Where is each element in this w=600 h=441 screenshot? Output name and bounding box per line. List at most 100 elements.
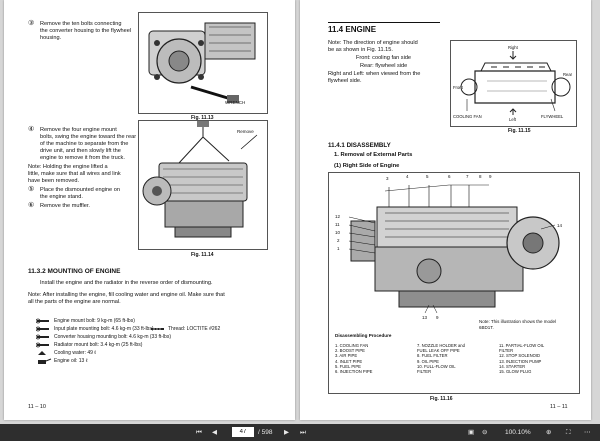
step-6-number: ⑥: [28, 202, 35, 209]
thread-locker-note: Thread: LOCTITE #262: [151, 326, 221, 332]
section-heading-mounting: 11.3.2 MOUNTING OF ENGINE: [28, 268, 121, 275]
callout-4: 4: [406, 174, 409, 179]
callout-9: 9: [489, 174, 492, 179]
engine-mount-bolt-spec: Engine mount bolt: 9 kg-m (65 ft-lbs): [54, 318, 135, 324]
front-label: Front: [453, 85, 463, 90]
engine-oil-capacity: Engine oil: 13 ℓ: [54, 358, 88, 364]
direction-note: Note: The direction of engine should be …: [328, 40, 418, 53]
figure-11-16-caption: Fig. 11.16: [430, 396, 453, 402]
step-3-number: ③: [28, 20, 35, 27]
figure-11-13-caption: Fig. 11.13: [191, 115, 214, 121]
callout-13: 13: [422, 315, 428, 320]
step-5-number: ⑤: [28, 186, 35, 193]
wrench-icon: [36, 326, 49, 332]
fullscreen-icon[interactable]: ⛶: [566, 429, 571, 436]
callout-8: 8: [479, 174, 482, 179]
page-number-input[interactable]: [232, 427, 254, 437]
heading-rule: [328, 22, 440, 24]
fluid-row: Cooling water: 49 ℓ: [38, 350, 96, 356]
callout-5: 5: [426, 174, 429, 179]
note-fill-water: Note: After installing the engine, fill …: [28, 292, 225, 305]
engine-flywheel-illustration: [148, 22, 256, 103]
fluid-row: Engine oil: 13 ℓ: [38, 358, 88, 364]
next-page-button[interactable]: ▶: [284, 429, 289, 436]
step-3-text: Remove the ten bolts connecting the conv…: [40, 21, 132, 41]
wrench-label: WRENCH: [225, 100, 246, 105]
coolant-icon: [38, 351, 46, 355]
torque-spec-list: Engine mount bolt: 9 kg-m (65 ft-lbs) In…: [34, 318, 284, 378]
oil-can-icon: [38, 358, 52, 364]
figure-11-14-caption: Fig. 11.14: [191, 252, 214, 258]
torque-row: Converter housing mounting bolt: 4.6 kg-…: [36, 334, 171, 340]
cooling-water-capacity: Cooling water: 49 ℓ: [54, 350, 96, 356]
callout-6: 6: [448, 174, 451, 179]
procedure-column-3: 11. PARTIAL-FLOW OIL FILTER 12. STOP SOL…: [499, 343, 545, 375]
input-plate-bolt-spec: Input plate mounting bolt: 4.6 kg-m (33 …: [54, 326, 154, 332]
section-heading-engine: 11.4 ENGINE: [328, 25, 377, 34]
pdf-viewer-toolbar: ⏮ ◀ / 598 ▶ ⏭ ▣ ⊖ 100.10% ⊕ ⛶ ⋯: [0, 424, 600, 441]
radiator-mount-bolt-spec: Radiator mount bolt: 3.4 kg-m (25 ft-lbs…: [54, 342, 143, 348]
torque-row: Engine mount bolt: 9 kg-m (65 ft-lbs): [36, 318, 135, 324]
figure-11-15-caption: Fig. 11.15: [508, 128, 531, 134]
callout-14: 14: [557, 223, 563, 228]
engine-lift-illustration: [142, 121, 258, 238]
engine-orientation-diagram: [460, 51, 571, 115]
rear-label: Rear: [563, 72, 573, 77]
left-page: ③ Remove the ten bolts connecting the co…: [4, 0, 295, 420]
wrench-icon: [36, 342, 49, 348]
right-page: 11.4 ENGINE Note: The direction of engin…: [300, 0, 591, 420]
step-6-text: Remove the muffler.: [40, 203, 90, 209]
figure-11-15: Right Front Rear Left COOLING FAN FLYWHE…: [450, 40, 577, 127]
right-left-definition: Right and Left: when viewed from the fly…: [328, 71, 421, 84]
removal-external-parts: 1. Removal of External Parts: [334, 152, 413, 158]
procedure-column-2: 7. NOZZLE HOLDER and FUEL LEAK OFF PIPE …: [417, 343, 465, 375]
note-engine-lifted: Note: Holding the engine lifted a little…: [28, 164, 121, 184]
model-note: Note: This illustration shows the model …: [479, 319, 556, 330]
callout-7: 7: [466, 174, 469, 179]
first-page-button[interactable]: ⏮: [196, 429, 202, 436]
figure-11-14: Remove: [138, 120, 268, 250]
thread-locker-text: Thread: LOCTITE #262: [168, 326, 221, 332]
right-label: Right: [508, 45, 518, 50]
rear-definition: Rear: flywheel side: [360, 63, 408, 69]
front-definition: Front: cooling fan side: [356, 55, 412, 61]
callout-11: 11: [335, 222, 340, 227]
procedure-title: Disassembling Procedure: [335, 333, 392, 338]
callout-1: 1: [337, 246, 340, 251]
more-options-icon[interactable]: ⋯: [584, 429, 591, 436]
zoom-out-icon[interactable]: ⊖: [482, 429, 488, 436]
procedure-column-1: 1. COOLING FAN 2. BOOST PIPE 3. AIR PIPE…: [335, 343, 373, 375]
remove-label: Remove: [237, 129, 254, 134]
previous-page-button[interactable]: ◀: [212, 429, 217, 436]
wrench-icon: [36, 318, 49, 324]
step-4-text: Remove the four engine mount bolts, swin…: [40, 127, 137, 161]
flywheel-label: FLYWHEEL: [541, 114, 564, 119]
callout-2: 2: [337, 238, 340, 243]
disassembly-heading: 11.4.1 DISASSEMBLY: [328, 142, 391, 149]
right-page-number: 11 – 11: [550, 404, 568, 410]
torque-row: Input plate mounting bolt: 4.6 kg-m (33 …: [36, 326, 154, 332]
right-side-of-engine: (1) Right Side of Engine: [334, 163, 400, 169]
zoom-in-icon[interactable]: ⊕: [546, 429, 552, 436]
bolt-icon: [151, 327, 164, 331]
callout-12: 12: [335, 214, 341, 219]
figure-11-13: WRENCH: [138, 12, 268, 114]
wrench-icon: [36, 334, 49, 340]
engine-right-side-illustration: [348, 184, 560, 314]
total-pages-label: / 598: [258, 429, 273, 436]
cooling-fan-label: COOLING FAN: [453, 114, 482, 119]
callout-3: 3: [386, 176, 389, 181]
last-page-button[interactable]: ⏭: [300, 429, 306, 436]
left-label: Left: [509, 117, 516, 122]
torque-row: Radiator mount bolt: 3.4 kg-m (25 ft-lbs…: [36, 342, 143, 348]
step-4-number: ④: [28, 126, 35, 133]
figure-11-16: 3 4 5 6 7 8 9 12 11 10 2 1 14 13 9 Note:…: [328, 172, 580, 394]
converter-housing-bolt-spec: Converter housing mounting bolt: 4.6 kg-…: [54, 334, 171, 340]
mount-instructions: Install the engine and the radiator in t…: [40, 280, 213, 286]
zoom-level: 100.10%: [505, 429, 531, 436]
step-5-text: Place the dismounted engine on the engin…: [40, 187, 120, 200]
callout-10: 10: [335, 230, 341, 235]
fit-page-icon[interactable]: ▣: [468, 429, 475, 436]
left-page-number: 11 – 10: [28, 404, 46, 410]
callout-9-bottom: 9: [436, 315, 439, 320]
